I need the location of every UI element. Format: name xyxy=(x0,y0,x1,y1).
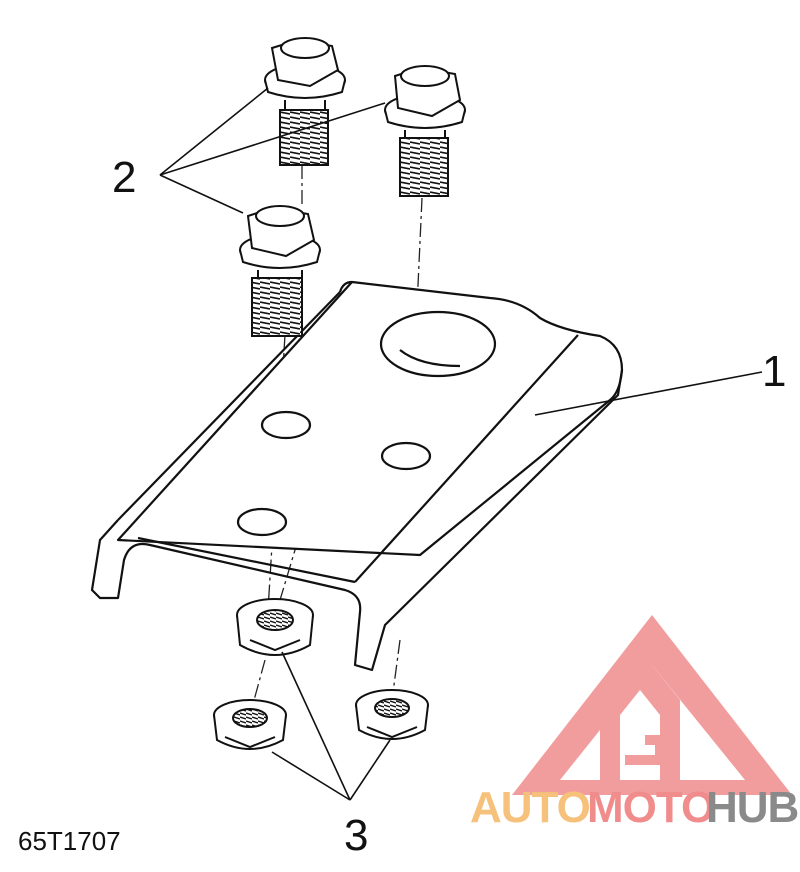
leader-lines xyxy=(159,87,763,801)
watermark-moto: MOTO xyxy=(587,783,714,832)
nut-3 xyxy=(355,689,429,740)
nut-1 xyxy=(236,598,314,656)
bracket-hole-3 xyxy=(236,507,288,537)
nut-2 xyxy=(213,699,287,750)
bolt-2 xyxy=(384,65,466,197)
bracket-hole-1 xyxy=(260,410,312,440)
watermark-auto: AUTO xyxy=(470,783,590,832)
bracket-large-hole xyxy=(379,310,497,378)
watermark-logo xyxy=(512,615,792,795)
bolt-1 xyxy=(264,37,346,166)
part-number-label: 65T1707 xyxy=(18,826,121,856)
callout-3: 3 xyxy=(344,811,368,860)
callout-1: 1 xyxy=(762,347,786,396)
watermark-hub: HUB xyxy=(706,783,798,832)
callout-2: 2 xyxy=(112,153,136,202)
bracket-hole-2 xyxy=(380,441,432,471)
watermark-text: AUTO MOTO HUB xyxy=(470,783,799,832)
bracket xyxy=(90,280,624,672)
bolt-3 xyxy=(239,205,321,337)
